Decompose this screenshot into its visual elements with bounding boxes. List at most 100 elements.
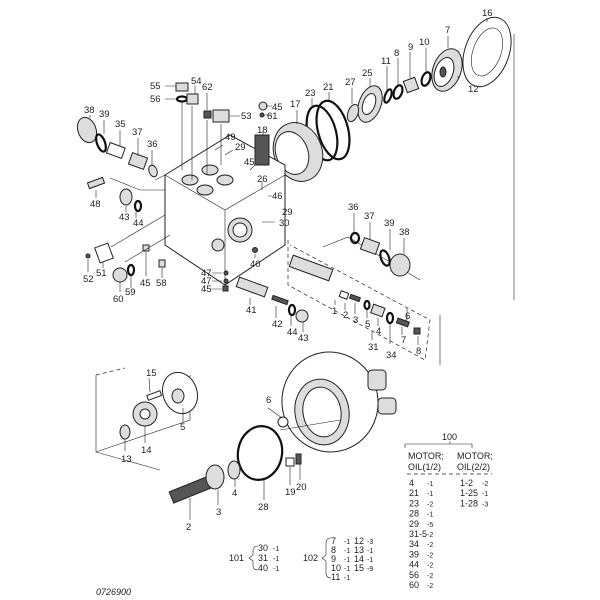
label-6b: 6 [266,395,271,406]
label-7b: 7 [401,335,406,346]
part-35-poppet [105,141,126,160]
label-59: 59 [125,287,136,298]
part-40-plug [252,247,258,253]
kit-102-row2-qty: -1 [367,548,373,555]
kit-100-row-part: 56 [409,570,419,580]
kit-100-row-part: 28 [409,509,419,519]
label-20: 20 [296,482,307,493]
kit-101: 101 30-131-140-1 [229,543,279,573]
motor-housing: 6 2 3 4 28 19 20 [168,351,397,533]
label-4b: 4 [232,488,237,499]
part-21-o-ring [315,99,351,161]
label-28: 28 [258,502,269,513]
label-2b: 2 [186,522,191,533]
kit-100-row-part: 4 [409,478,414,488]
kit-100-col2-header-1: MOTOR; [457,451,493,461]
part-43-plug [119,188,133,206]
kit-102-row-part: 7 [331,536,336,546]
kit-100-row-qty: -5 [427,522,433,529]
part-7-parts [395,317,410,328]
label-10: 10 [419,37,430,48]
part-9-spring [402,76,420,94]
kit-102-col2: 12-313-114-115-9 [354,536,373,573]
kit-100-col2: 1-2-21-25-11-28-3 [460,478,488,508]
kit-100-col1: 4-121-123-228-129-531-5-234-239-244-256-… [409,478,433,590]
part-44-o-ring [133,199,143,213]
label-9: 9 [408,42,413,53]
part-62-plug [203,110,212,119]
part-4-sleeve [370,303,386,318]
part-43-plug-b [295,309,309,323]
kit-102-row-part: 10 [331,563,341,573]
label-58: 58 [156,278,167,289]
label-54: 54 [191,76,202,87]
valve-kit-31: 1 2 3 5 4 6 7 8 31 34 [287,240,441,365]
kit-102-row-qty: -1 [344,566,350,573]
label-29a: 29 [235,142,246,153]
part-54-plug [186,93,199,105]
label-44b: 44 [287,327,298,338]
label-6a: 6 [405,311,410,322]
kit-100-row-part: 21 [409,488,419,498]
part-45-plug-b [142,244,150,252]
part-39-o-ring [95,133,107,153]
kit-100-row-part: 39 [409,549,419,559]
label-5b: 5 [180,422,185,433]
kit-100-row-qty: -2 [427,563,433,570]
label-27: 27 [345,77,356,88]
kit-102-row2-part: 13 [354,545,364,555]
part-51-plate [94,242,114,264]
part-36-seat-b [349,231,361,245]
figure-id: 0726900 [96,587,131,597]
part-5-o-ring [363,299,371,311]
kit-100-row-qty: -1 [427,491,433,498]
brake-assembly: 16 7 10 9 8 11 25 27 21 23 17 12 [272,8,515,300]
label-37a: 37 [132,127,143,138]
part-52-screw [85,253,91,259]
label-52: 52 [83,274,94,285]
label-2a: 2 [343,310,348,321]
label-47b: 47 [201,276,212,287]
part-45-plug [258,101,268,111]
part-37-spring [127,151,149,171]
label-11: 11 [381,56,391,67]
label-45a: 45 [272,102,283,113]
part-18-spools [254,134,270,166]
label-15: 15 [146,368,157,379]
part-19-plug [285,457,295,467]
part-55-plug [175,82,189,92]
kit-100-row2-part: 1-2 [460,478,473,488]
part-8-plug [413,327,421,335]
kit-100-row-qty: -2 [427,501,433,508]
label-62: 62 [202,82,213,93]
label-16: 16 [482,8,493,19]
label-8b: 8 [416,346,421,357]
part-48-bolt [86,176,106,190]
label-38b: 38 [399,227,410,238]
kit-100-row-qty: -1 [427,481,433,488]
part-39-o-ring-b [379,249,391,267]
label-12: 12 [468,84,479,95]
spool-assembly: 41 42 44 43 [235,276,309,344]
part-37-spring-b [359,236,381,256]
part-36-seat [148,164,158,178]
part-10-washer [420,71,432,87]
part-6-ball [277,416,289,428]
part-27-bearing [346,103,360,123]
label-48: 48 [90,199,101,210]
label-43a: 43 [119,212,130,223]
kit-101-row-part: 30 [258,543,268,553]
label-26: 26 [257,174,268,185]
label-36a: 36 [147,139,158,150]
part-16-plate [462,16,512,88]
kit-100-row-part: 44 [409,560,419,570]
relief-valve-left: 38 39 35 37 36 48 43 44 [76,105,166,229]
kit-101-row-part: 40 [258,563,268,573]
part-42-spring [271,294,289,306]
kit-100-row2-qty: -1 [482,491,488,498]
kit-100-row-qty: -1 [427,512,433,519]
label-31: 31 [368,342,379,353]
part-20-spring [295,453,302,465]
small-parts-left: 52 51 60 59 45 58 47 47 45 40 [83,214,261,305]
